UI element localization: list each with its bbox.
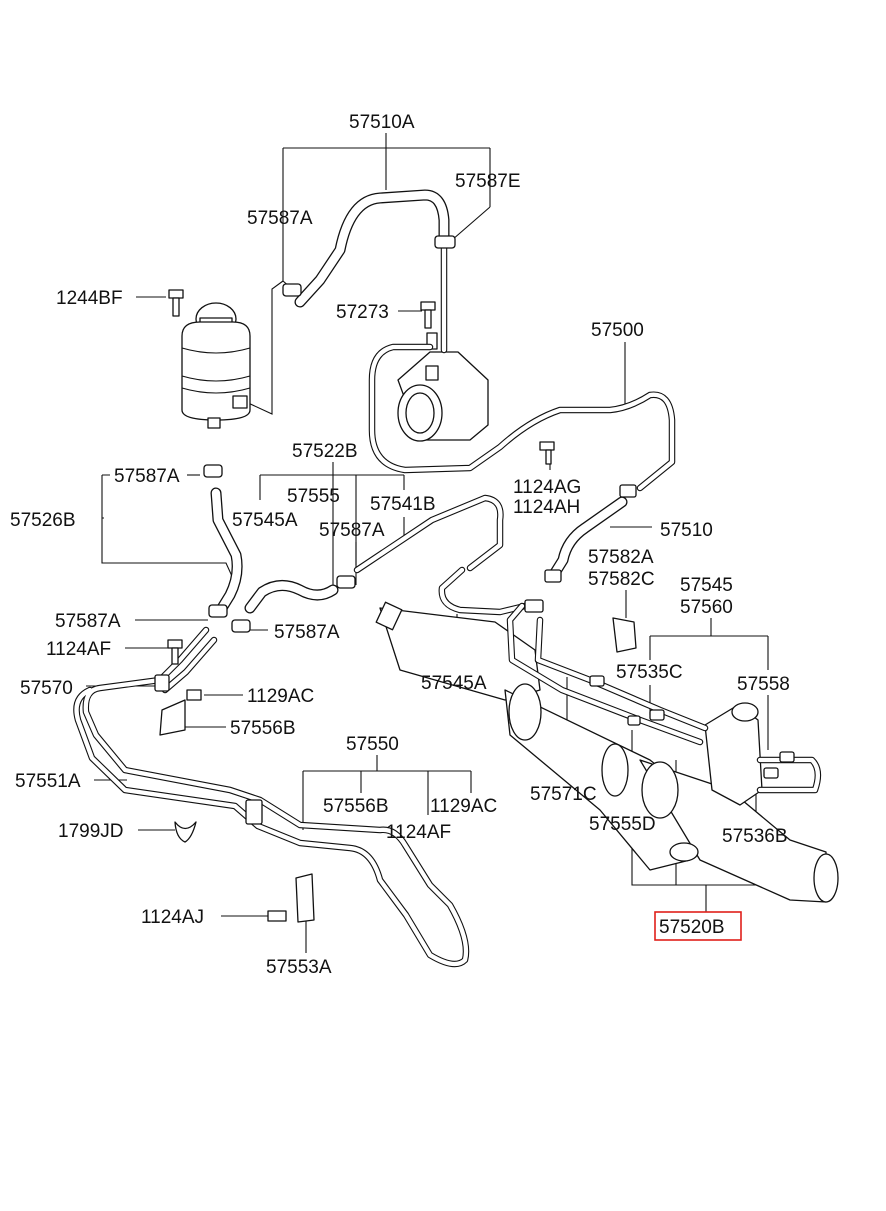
label-57555d: 57555D [589, 814, 656, 835]
label-57587a-mid: 57587A [319, 520, 385, 541]
label-1124af-top: 1124AF [46, 639, 111, 660]
part-labels: 57510A 57587E 57587A 1244BF 57273 57500 … [10, 112, 790, 978]
highlight-box-57520b [654, 911, 742, 941]
oil-pump [397, 332, 489, 442]
label-1124ah: 1124AH [513, 497, 580, 518]
label-57550: 57550 [346, 734, 399, 755]
label-57582c: 57582C [588, 569, 655, 590]
label-1129ac-mid: 1129AC [430, 796, 497, 817]
bracket-57582 [612, 617, 637, 653]
label-1124ag: 1124AG [513, 477, 581, 498]
bolt-1244bf [168, 289, 184, 317]
label-57587e: 57587E [455, 171, 521, 192]
small-bolts [167, 639, 287, 922]
label-57587a-top: 57587A [247, 208, 313, 229]
label-57587a-l2: 57587A [55, 611, 121, 632]
label-57510a: 57510A [349, 112, 415, 133]
label-1124aj: 1124AJ [141, 907, 204, 928]
gear-pipes [506, 599, 822, 794]
label-57520b[interactable]: 57520B [659, 917, 725, 938]
hoses [210, 189, 676, 616]
label-57587a-left: 57587A [114, 466, 180, 487]
label-57545a-mid: 57545A [421, 673, 487, 694]
bolt-1124ag [539, 441, 555, 465]
return-lines [73, 626, 470, 968]
label-57571c: 57571C [530, 784, 597, 805]
label-57553a: 57553A [266, 957, 332, 978]
hose-clamps [203, 235, 637, 633]
label-57587a-r2: 57587A [274, 622, 340, 643]
label-57582a: 57582A [588, 547, 654, 568]
label-57535c: 57535C [616, 662, 683, 683]
steering-gear-57520b [375, 601, 839, 903]
label-1244bf: 1244BF [56, 288, 123, 309]
label-57558: 57558 [737, 674, 790, 695]
label-1124af-mid: 1124AF [386, 822, 451, 843]
label-57551a: 57551A [15, 771, 81, 792]
label-57500: 57500 [591, 320, 644, 341]
fluid-reservoir [181, 302, 251, 429]
label-57560: 57560 [680, 597, 733, 618]
label-57510: 57510 [660, 520, 713, 541]
label-57556b-top: 57556B [230, 718, 296, 739]
label-57555: 57555 [287, 486, 340, 507]
label-57545: 57545 [680, 575, 733, 596]
return-line-brackets [154, 674, 315, 923]
label-57556b-mid: 57556B [323, 796, 389, 817]
label-57536b: 57536B [722, 826, 788, 847]
label-57570: 57570 [20, 678, 73, 699]
label-1799jd: 1799JD [58, 821, 124, 842]
label-57522b: 57522B [292, 441, 358, 462]
label-1129ac-top: 1129AC [247, 686, 314, 707]
bolt-57273 [420, 301, 436, 329]
label-57545a-top: 57545A [232, 510, 298, 531]
label-57526b: 57526B [10, 510, 76, 531]
label-57541b: 57541B [370, 494, 436, 515]
label-57273: 57273 [336, 302, 389, 323]
